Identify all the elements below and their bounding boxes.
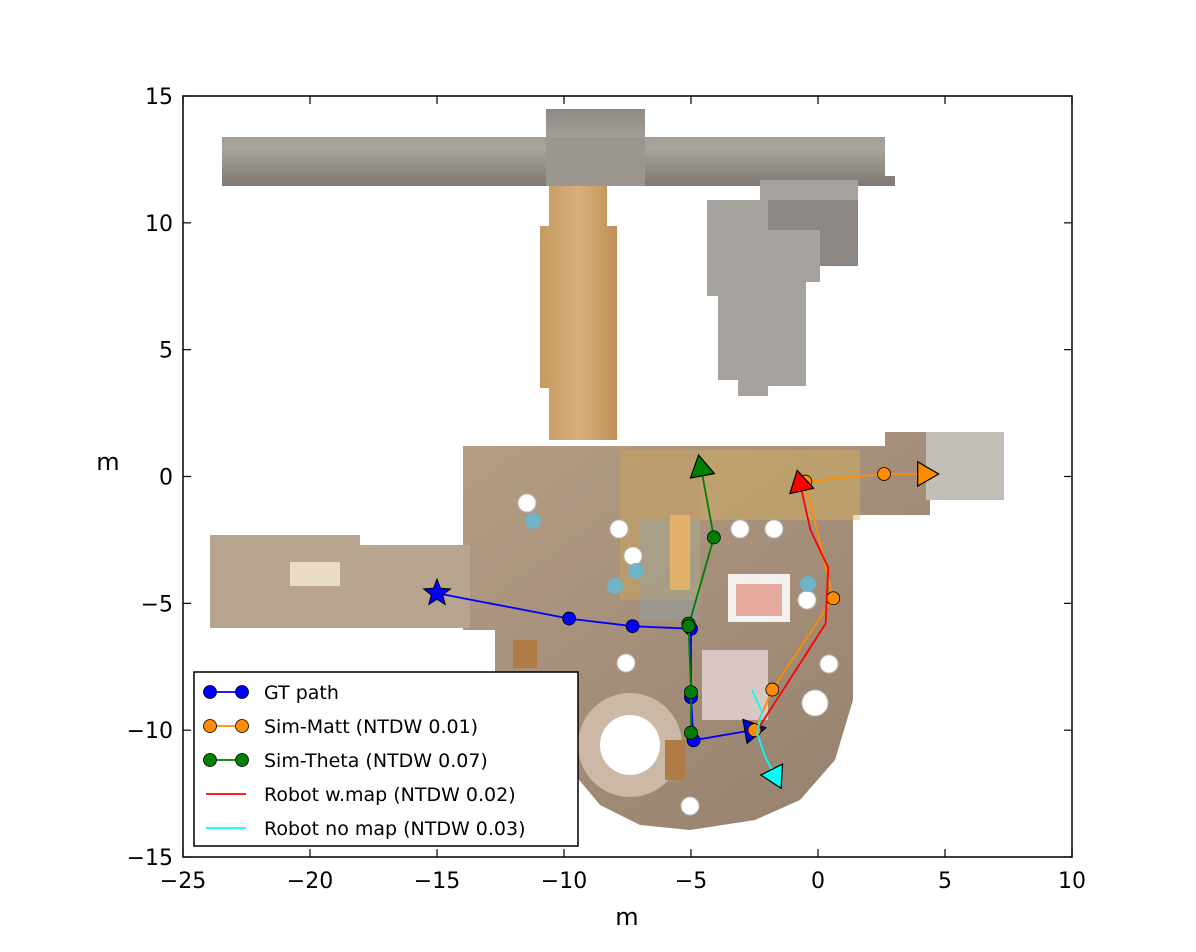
series-layer bbox=[422, 453, 940, 790]
x-tick-label: −20 bbox=[287, 869, 333, 894]
data-point bbox=[625, 619, 640, 634]
data-point bbox=[706, 530, 721, 545]
y-tick-label: 10 bbox=[145, 212, 173, 237]
series-line bbox=[756, 483, 830, 731]
y-tick-label: 0 bbox=[159, 466, 173, 491]
y-tick-label: 5 bbox=[159, 339, 173, 364]
legend-box bbox=[193, 671, 579, 847]
legend-label: GT path bbox=[264, 682, 339, 704]
data-point bbox=[877, 467, 891, 481]
data-point bbox=[684, 725, 698, 740]
data-point bbox=[681, 619, 696, 634]
legend-swatch-marker bbox=[235, 719, 249, 733]
legend-label: Robot w.map (NTDW 0.02) bbox=[264, 784, 516, 806]
legend-swatch-marker bbox=[203, 685, 217, 699]
y-tick-label: −15 bbox=[127, 846, 173, 871]
series-line bbox=[751, 689, 776, 777]
legend-swatch-marker bbox=[235, 685, 249, 699]
x-axis-label: m bbox=[615, 903, 638, 931]
y-axis-label: m bbox=[96, 448, 119, 476]
x-tick-label: −10 bbox=[541, 869, 587, 894]
x-tick-label: 5 bbox=[938, 869, 952, 894]
y-tick-label: −5 bbox=[141, 592, 173, 617]
data-point bbox=[765, 682, 780, 697]
floor-plan-map bbox=[210, 109, 1004, 830]
axis-ticks: −25 −20 −15 −10 −5 0 5 10 −15 −10 −5 0 5 10 15 bbox=[127, 85, 1086, 894]
end-triangle-marker bbox=[789, 469, 815, 495]
end-triangle-marker bbox=[759, 763, 784, 790]
x-tick-label: −25 bbox=[160, 869, 206, 894]
legend-swatch-marker bbox=[235, 753, 249, 767]
y-tick-label: −10 bbox=[127, 719, 173, 744]
legend-label: Sim-Theta (NTDW 0.07) bbox=[264, 750, 488, 772]
y-tick-label: 15 bbox=[145, 85, 173, 110]
legend-label: Robot no map (NTDW 0.03) bbox=[264, 818, 526, 840]
data-point bbox=[684, 685, 698, 700]
start-star-marker bbox=[422, 577, 452, 606]
legend-label: Sim-Matt (NTDW 0.01) bbox=[264, 716, 478, 738]
legend-swatch-marker bbox=[203, 753, 217, 767]
data-point bbox=[562, 611, 576, 626]
data-point bbox=[826, 591, 841, 606]
x-tick-label: 0 bbox=[811, 869, 825, 894]
legend-swatch-marker bbox=[203, 719, 217, 733]
x-tick-label: −5 bbox=[675, 869, 707, 894]
end-triangle-marker bbox=[689, 453, 716, 479]
end-triangle-marker bbox=[917, 460, 940, 488]
x-tick-label: −15 bbox=[414, 869, 460, 894]
x-tick-label: 10 bbox=[1058, 869, 1086, 894]
